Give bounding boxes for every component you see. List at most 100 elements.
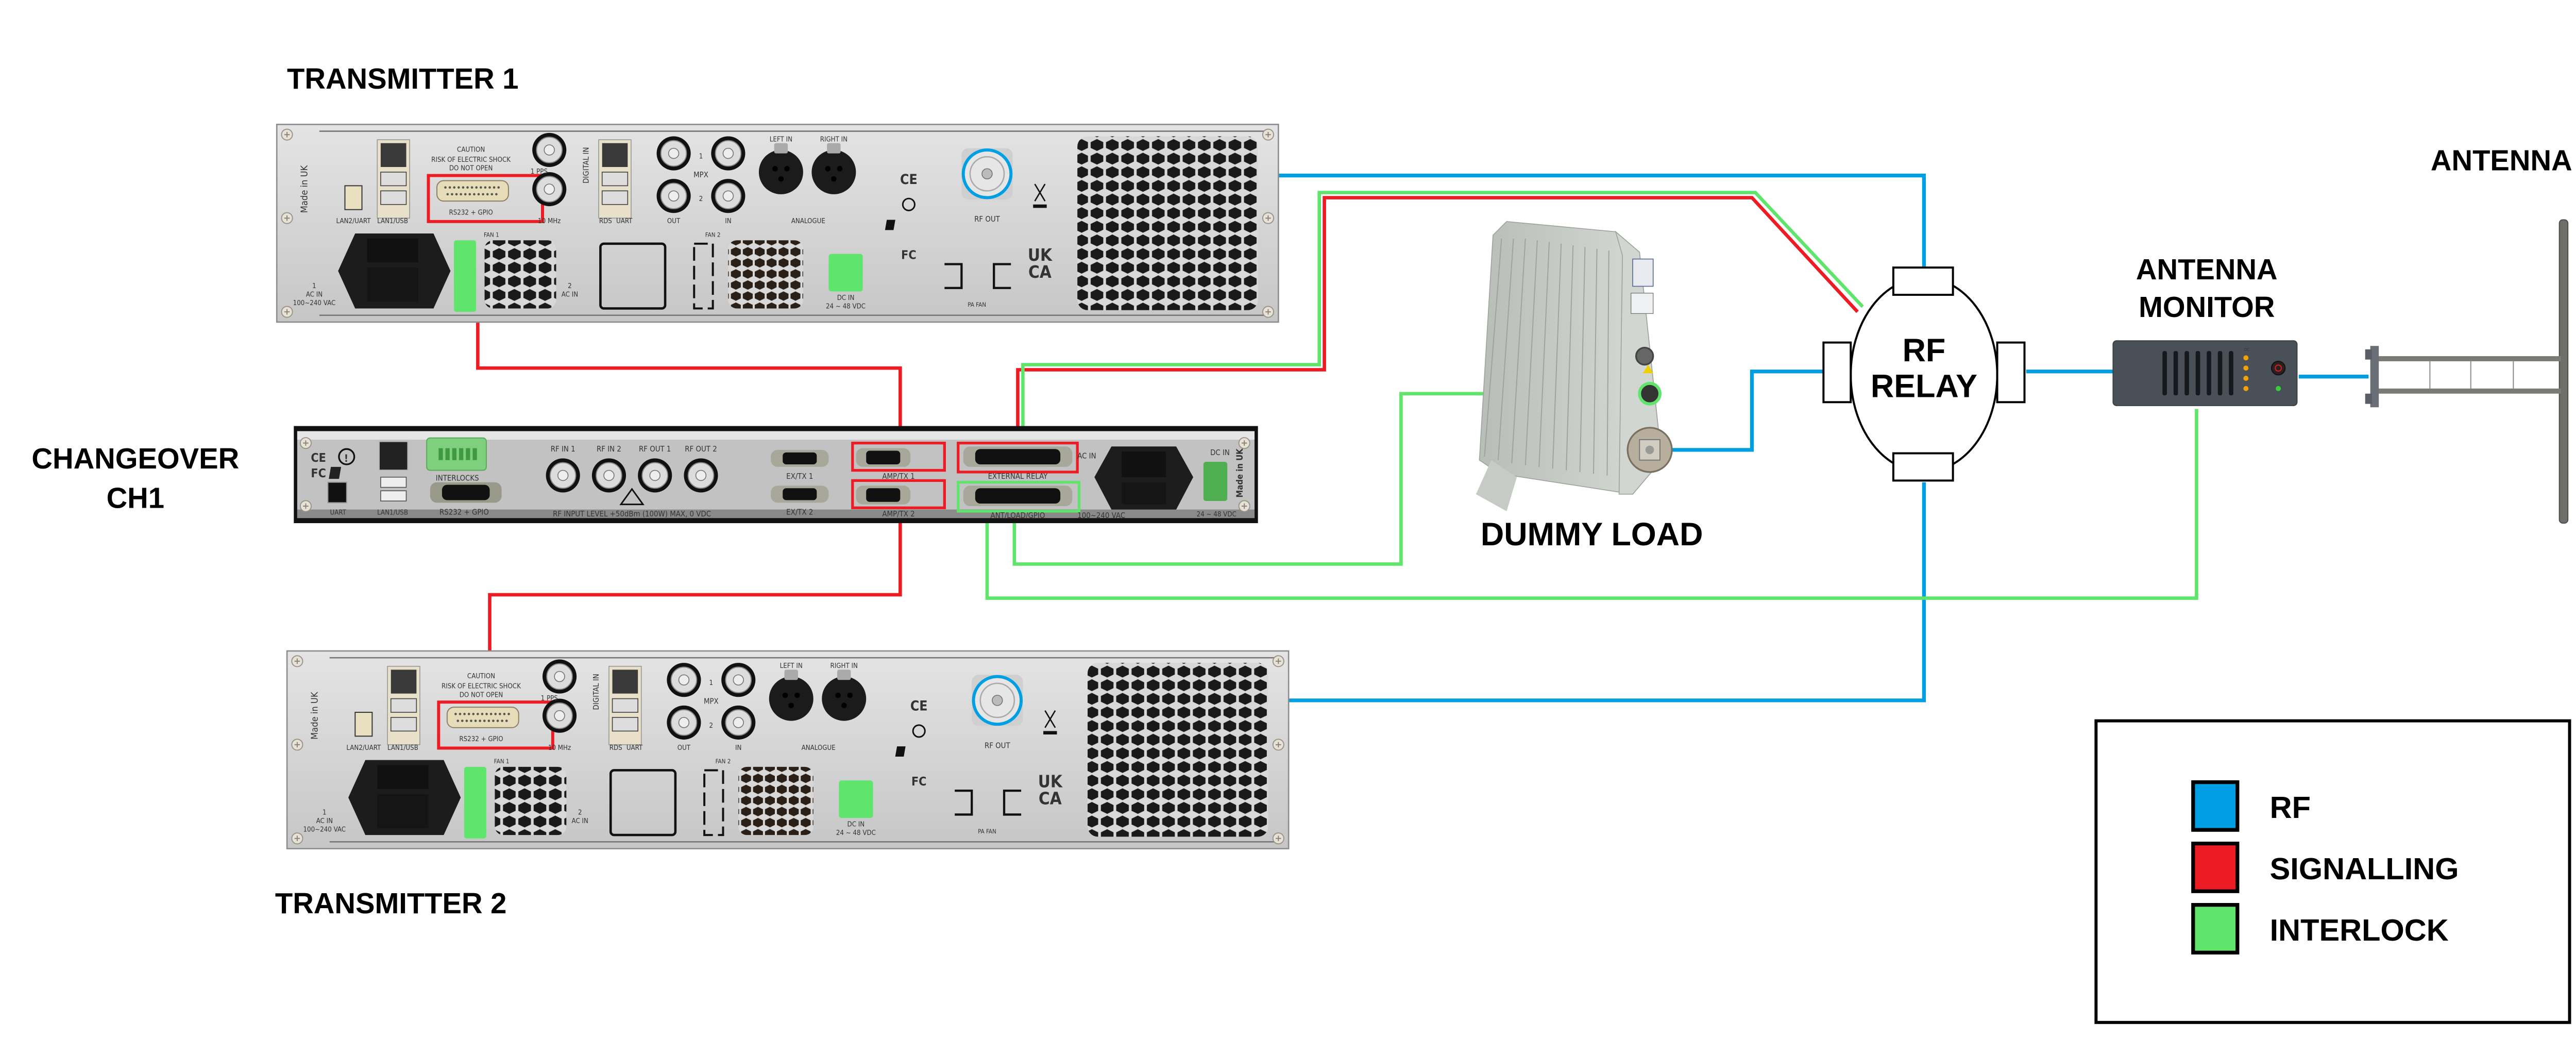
extx2-connector[interactable] (783, 488, 817, 500)
rf-in2-connector[interactable] (591, 458, 627, 493)
10mhz-connector[interactable] (532, 171, 567, 207)
rf-out-label: RF OUT (985, 741, 1011, 750)
usb-b-port[interactable] (354, 712, 373, 737)
power-switch-1[interactable] (377, 765, 429, 789)
rs232-gpio-label: RS232 + GPIO (449, 209, 493, 217)
fan1-label: FAN 1 (494, 758, 510, 765)
mpx-out-label: OUT (677, 744, 691, 752)
mpx-out1-connector[interactable] (666, 662, 702, 698)
uart-usb-port[interactable] (612, 717, 638, 732)
extx1-connector[interactable] (783, 452, 817, 464)
power-switch-1[interactable] (367, 238, 418, 263)
pps-connector[interactable] (542, 659, 578, 694)
rf-relay-port-left[interactable] (1822, 341, 1852, 404)
rf-out1-connector[interactable] (637, 458, 673, 493)
pps-connector[interactable] (532, 132, 567, 168)
ac-in-2-label: AC IN (562, 291, 578, 298)
ant-load-gpio-label: ANT/LOAD/GPIO (991, 511, 1045, 520)
changeover-label-line2: CH1 (107, 481, 164, 514)
dummy-load-interlock-connector[interactable] (1638, 381, 1662, 406)
lan2-uart-label: LAN2/UART (336, 218, 371, 225)
mpx-label: MPX (693, 170, 708, 179)
usb-port-2[interactable] (390, 717, 417, 732)
warning-circle-icon (912, 724, 926, 738)
mpx-in-label: IN (735, 744, 741, 752)
mpx-out2-connector[interactable] (656, 178, 691, 214)
fan2-label: FAN 2 (705, 231, 721, 239)
digital-in-ethernet-port[interactable] (602, 143, 628, 168)
dc-in-terminal[interactable] (839, 780, 873, 818)
ethernet-port[interactable] (378, 441, 409, 471)
usb-port-2[interactable] (380, 490, 407, 501)
rs232-gpio-connector[interactable] (436, 180, 509, 202)
rf-out2-connector[interactable] (683, 458, 719, 493)
dc-range-label: 24 ~ 48 VDC (836, 829, 876, 837)
rs232-gpio-connector[interactable] (446, 707, 519, 728)
ac-in-1-range: 100~240 VAC (293, 299, 336, 307)
dc-in-terminal[interactable] (828, 254, 863, 292)
ac-in-1-number: 1 (312, 282, 316, 290)
amptx2-label: AMP/TX 2 (882, 509, 914, 518)
fan1-terminal-block[interactable] (454, 240, 477, 312)
iec-power-inlet-2-blank (599, 242, 667, 310)
iec-power-inlet[interactable] (1094, 446, 1194, 510)
pa-fan-label: PA FAN (968, 301, 986, 308)
usb-b-port[interactable] (327, 481, 347, 504)
rf-in1-connector[interactable] (545, 458, 581, 493)
left-in-label: LEFT IN (780, 662, 803, 670)
rf-relay-label-line2: RELAY (1871, 368, 1977, 404)
dummy-load-aux-connector[interactable] (1635, 346, 1654, 366)
mpx-out1-connector[interactable] (656, 136, 691, 171)
ac-in-1-label: AC IN (306, 291, 323, 298)
external-relay-connector[interactable] (975, 449, 1061, 464)
power-switch[interactable] (1122, 482, 1166, 505)
rf-relay-port-right[interactable] (1996, 341, 2026, 404)
rs232-gpio-label: RS232 + GPIO (439, 508, 489, 517)
warning-circle-icon (902, 197, 916, 211)
usb-port-2[interactable] (380, 190, 407, 205)
rf-relay-port-top[interactable] (1892, 266, 1954, 296)
lan1-usb-label: LAN1/USB (377, 218, 408, 225)
power-button[interactable] (2270, 360, 2286, 376)
usb-port-1[interactable] (380, 476, 407, 488)
rf-relay-port-bottom[interactable] (1892, 452, 1954, 482)
10mhz-connector[interactable] (542, 698, 578, 733)
mpx-in2-connector[interactable] (721, 705, 756, 740)
rs232-gpio-connector[interactable] (442, 484, 490, 500)
usb-port-1[interactable] (380, 172, 407, 187)
legend-swatch-signalling (2191, 841, 2240, 893)
ant-load-gpio-connector[interactable] (975, 488, 1061, 504)
ethernet-port[interactable] (391, 670, 417, 694)
dc-in-terminal[interactable] (1203, 462, 1228, 501)
digital-in-ethernet-port[interactable] (612, 670, 638, 694)
mpx-out2-connector[interactable] (666, 705, 702, 740)
ethernet-port[interactable] (380, 143, 406, 168)
right-in-label: RIGHT IN (831, 662, 858, 670)
mpx-in1-connector[interactable] (721, 662, 756, 698)
rf-in1-label: RF IN 1 (551, 444, 575, 454)
rack-screw (1262, 212, 1275, 224)
antenna-monitor-label-line1: ANTENNA (2136, 253, 2278, 286)
mpx-in2-connector[interactable] (710, 178, 746, 214)
fcc-mark: FC (311, 467, 326, 480)
usb-port-1[interactable] (390, 698, 417, 713)
rf-in2-label: RF IN 2 (597, 444, 621, 454)
rds-usb-port[interactable] (612, 698, 638, 713)
rds-usb-port[interactable] (601, 172, 629, 187)
10mhz-label: 10 MHz (548, 744, 571, 752)
fan1-terminal-block[interactable] (464, 766, 486, 839)
iec-power-inlet-2-blank (609, 769, 677, 836)
mpx-in1-connector[interactable] (710, 136, 746, 171)
mpx-out-label: OUT (667, 218, 681, 225)
usb-b-port[interactable] (344, 185, 363, 210)
amptx1-connector[interactable] (866, 450, 901, 464)
uart-usb-port[interactable] (601, 190, 629, 205)
fan1-grille (484, 240, 556, 309)
amptx2-connector[interactable] (866, 488, 901, 502)
lan1-usb-label: LAN1/USB (377, 509, 408, 517)
rack-screw (1272, 832, 1284, 845)
antenna-dipole-element (2558, 219, 2569, 524)
power-icon (2275, 364, 2282, 372)
warning-triangle-icon (619, 488, 645, 506)
